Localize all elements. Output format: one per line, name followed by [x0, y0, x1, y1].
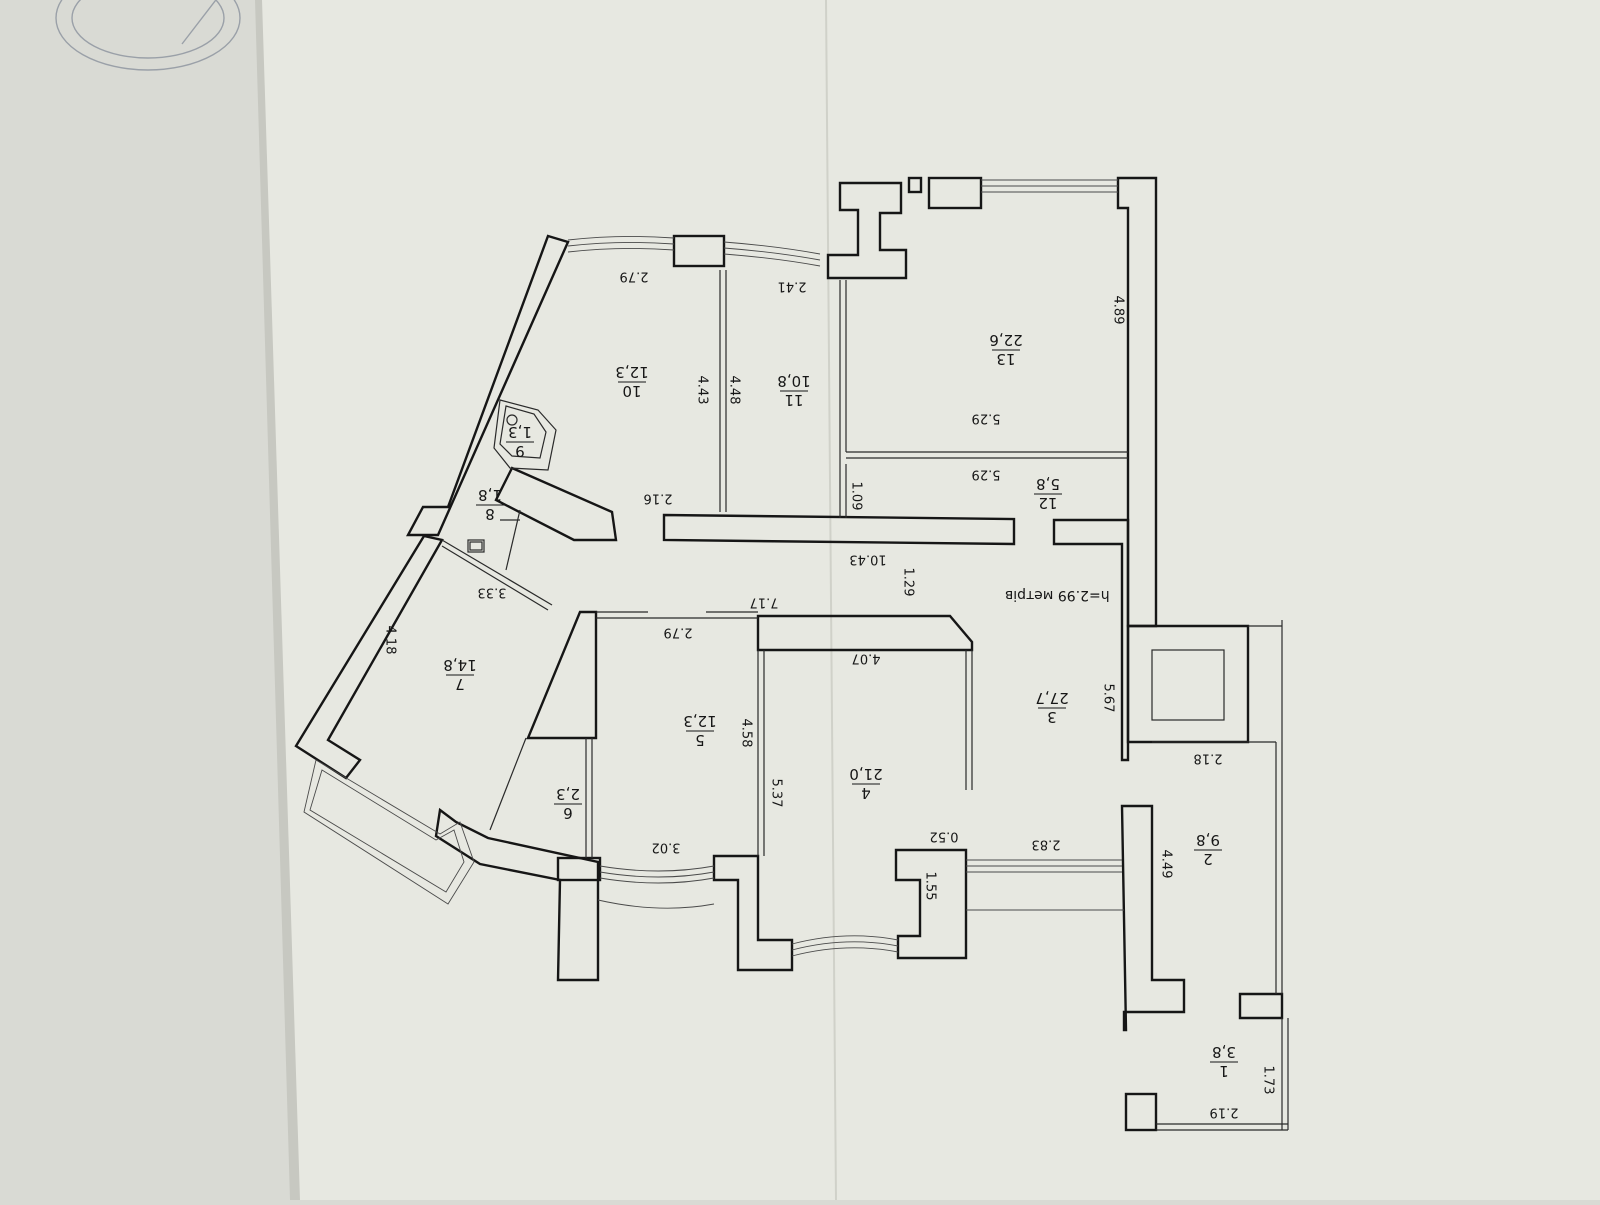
paper-sheet	[262, 0, 1600, 1200]
room-label-2: 29,8	[1194, 831, 1222, 868]
room-number: 5	[695, 731, 705, 749]
dimension-label: 4.48	[727, 376, 742, 405]
room-area: 5,8	[1036, 475, 1060, 493]
room-number: 12	[1038, 494, 1057, 512]
room-label-5: 512,3	[683, 712, 716, 749]
room-number: 7	[455, 675, 465, 693]
room-area: 3,8	[1212, 1043, 1236, 1061]
dimension-label: 0.52	[930, 829, 959, 844]
room-label-6: 62,3	[554, 785, 582, 822]
room-label-9: 91,3	[506, 423, 534, 460]
room-number: 2	[1203, 850, 1213, 868]
dimension-label: 4.89	[1111, 296, 1126, 325]
dimension-label: 10.43	[849, 552, 886, 567]
dimension-label: 4.07	[852, 651, 881, 666]
room-area: 1,3	[508, 423, 532, 441]
dimension-label: 1.73	[1261, 1066, 1276, 1095]
dimension-label: 3.33	[478, 585, 507, 600]
room-number: 6	[563, 804, 573, 822]
room-number: 3	[1047, 708, 1057, 726]
plan-walls	[294, 176, 1284, 1132]
dimension-label: 2.79	[664, 625, 693, 640]
room-number: 11	[784, 391, 803, 409]
bathroom-fixtures	[467, 399, 557, 553]
room-label-4: 421,0	[849, 765, 882, 802]
paper-fold-line	[825, 0, 837, 1201]
stamp-seal	[55, 0, 241, 71]
dimension-label: 2.16	[644, 491, 673, 506]
room-area: 10,8	[777, 372, 810, 390]
room-label-12: 125,8	[1034, 475, 1062, 512]
dimension-label: 4.49	[1159, 850, 1174, 879]
dimension-label: 2.79	[620, 269, 649, 284]
dimension-label: 5.37	[769, 779, 784, 808]
dimension-label: 1.55	[923, 872, 938, 901]
room-number: 13	[996, 350, 1015, 368]
dimension-label: 4.58	[739, 719, 754, 748]
room-area: 12,3	[615, 363, 648, 381]
room-area: 2,3	[556, 785, 580, 803]
room-area: 22,6	[989, 331, 1022, 349]
dimension-label: 3.02	[652, 840, 681, 855]
dimension-label: 2.19	[1210, 1105, 1239, 1120]
room-area: 21,0	[849, 765, 882, 783]
dimension-label: 5.67	[1101, 684, 1116, 713]
room-area: 1,8	[478, 486, 502, 504]
room-number: 9	[515, 442, 525, 460]
dimension-label: 4.43	[695, 376, 710, 405]
dimension-label: 5.29	[972, 467, 1001, 482]
dimension-label: 2.41	[778, 279, 807, 294]
dimension-label: 2.83	[1032, 837, 1061, 852]
dimension-label: 1.29	[901, 568, 916, 597]
room-label-7: 714,8	[443, 656, 476, 693]
dimension-label: 5.29	[972, 411, 1001, 426]
dimension-label: 2.18	[1194, 751, 1223, 766]
room-number: 4	[861, 784, 871, 802]
room-area: 27,7	[1035, 689, 1068, 707]
dimension-label: 7.17	[750, 595, 779, 610]
dimension-label: 4.18	[383, 626, 398, 655]
room-number: 8	[485, 505, 495, 523]
room-area: 12,3	[683, 712, 716, 730]
room-number: 1	[1219, 1062, 1229, 1080]
room-label-3: 327,7	[1035, 689, 1068, 726]
plan-partitions	[441, 270, 1289, 1131]
room-number: 10	[622, 382, 641, 400]
room-label-1: 13,8	[1210, 1043, 1238, 1080]
room-label-8: 81,8	[476, 486, 504, 523]
plan-windows	[303, 179, 1124, 957]
dimension-label: 1.09	[849, 482, 864, 511]
room-area: 14,8	[443, 656, 476, 674]
room-area: 9,8	[1196, 831, 1220, 849]
